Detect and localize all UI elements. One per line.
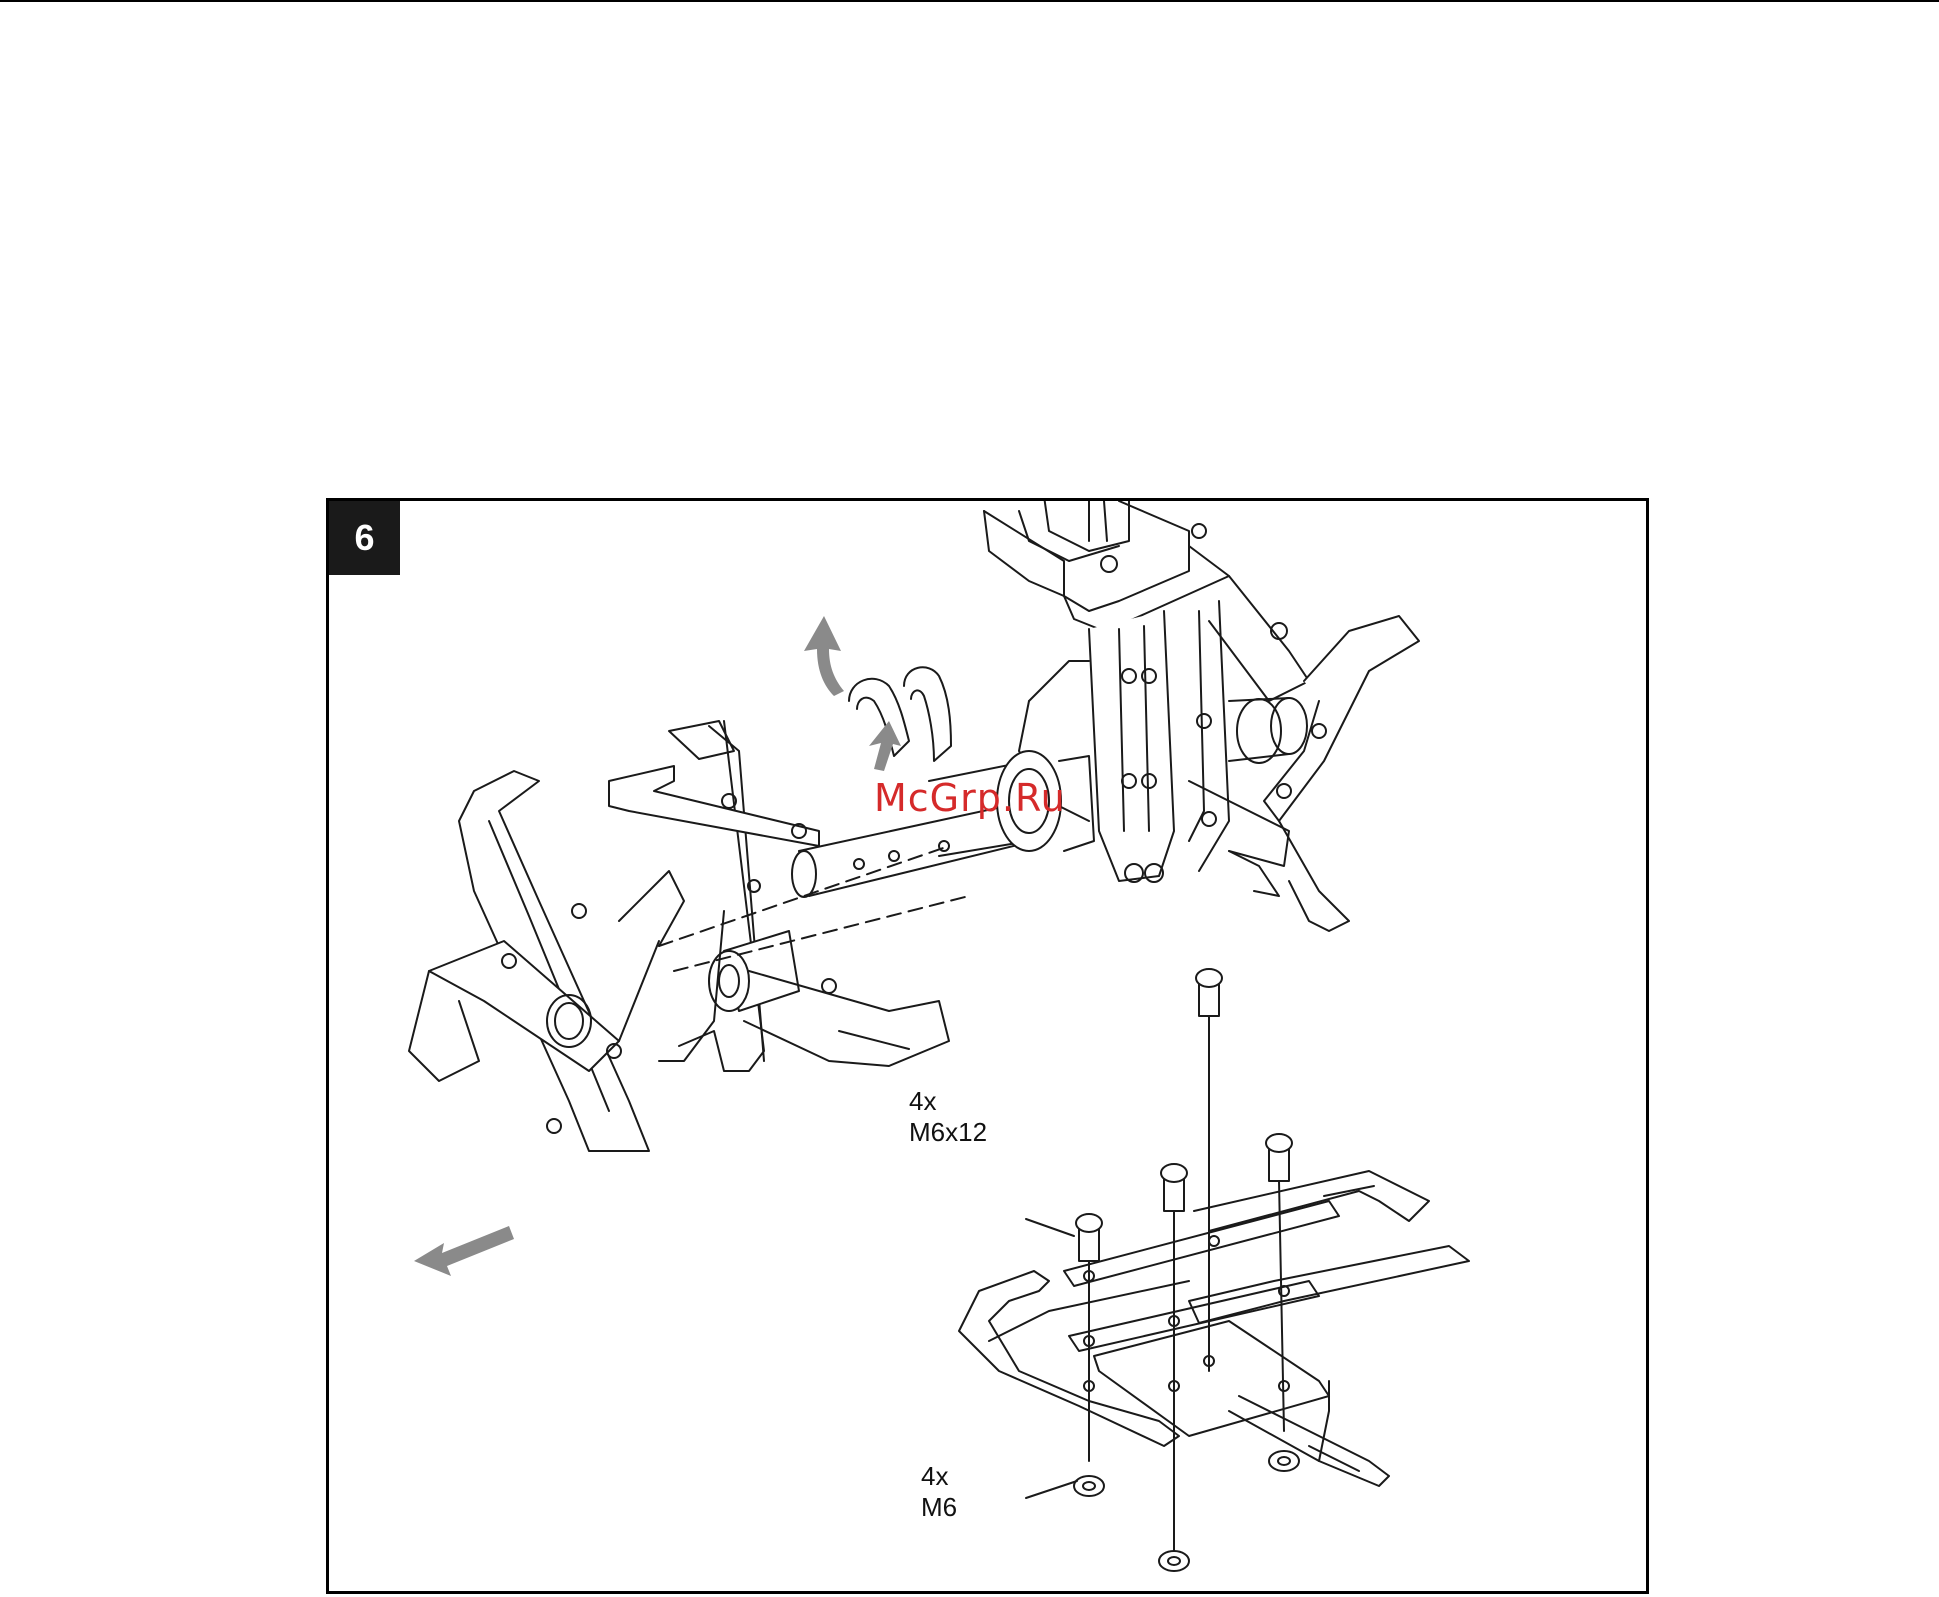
nuts-spec: M6: [921, 1492, 957, 1522]
bolts-spec: M6x12: [909, 1117, 987, 1147]
figure-number-badge: 6: [329, 501, 400, 575]
tiller-assembly-drawing: [329, 501, 1646, 1591]
bolts-qty: 4x: [909, 1086, 936, 1116]
left-tine-set: [409, 771, 684, 1151]
page-top-rule: [0, 0, 1939, 2]
assembly-guide-line-2: [674, 896, 969, 971]
watermark-text: McGrp.Ru: [874, 776, 1066, 820]
middle-tine-set: [609, 721, 949, 1071]
removal-arrow: [414, 1226, 514, 1276]
exploded-detail: [959, 969, 1469, 1571]
clip-lift-arrow: [804, 616, 844, 696]
drive-shaft: [792, 751, 1094, 897]
nuts-qty: 4x: [921, 1461, 948, 1491]
shaft-slide-arrow: [869, 721, 901, 771]
right-tine-set: [1229, 616, 1419, 931]
retaining-clips: [849, 667, 951, 761]
